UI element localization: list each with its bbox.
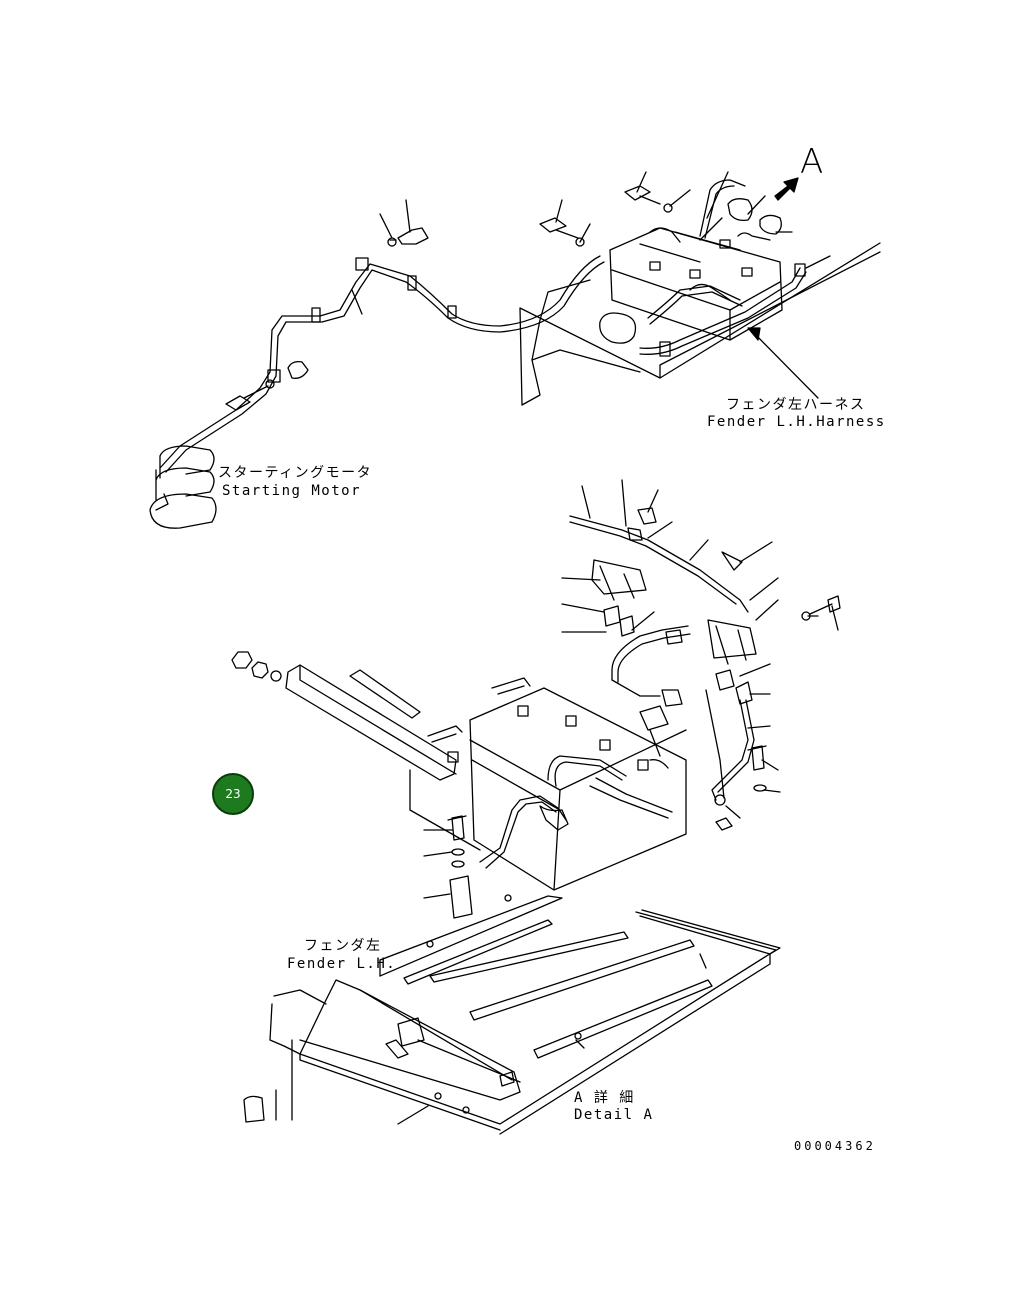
starting-motor-label-en: Starting Motor — [222, 483, 362, 499]
fender-harness-label-en: Fender L.H.Harness — [707, 414, 886, 430]
cover-knob — [600, 313, 636, 343]
detail-label-jp: A 詳 細 — [574, 1090, 635, 1106]
bolt-lower-left — [448, 816, 466, 840]
detail-label-en: Detail A — [574, 1107, 654, 1123]
callout-badge[interactable]: 23 — [212, 773, 254, 815]
lower-assembly — [232, 480, 840, 1134]
fender-label-jp: フェンダ左 — [304, 938, 382, 954]
fender-frame-lower — [244, 895, 780, 1134]
fender-harness-label-jp: フェンダ左ハーネス — [726, 397, 866, 413]
starting-motor — [150, 446, 216, 528]
harness-top — [640, 256, 830, 356]
hold-down-bar — [286, 665, 480, 850]
harness-right — [570, 508, 840, 830]
spacer-pipe — [450, 876, 472, 918]
nut-group — [232, 652, 281, 681]
cable-to-starter — [160, 256, 604, 472]
view-marker-a: A — [800, 142, 824, 182]
view-arrow — [775, 178, 798, 200]
bolt-group-top — [540, 180, 781, 246]
fender-frame-top — [520, 243, 880, 405]
starting-motor-label-jp: スターティングモータ — [218, 465, 373, 481]
battery-top — [610, 228, 782, 340]
drawing-number: 00004362 — [794, 1139, 876, 1153]
cable-lower — [480, 756, 672, 868]
battery-lower — [428, 678, 686, 890]
fender-label-en: Fender L.H. — [287, 956, 397, 972]
top-assembly — [150, 172, 880, 528]
